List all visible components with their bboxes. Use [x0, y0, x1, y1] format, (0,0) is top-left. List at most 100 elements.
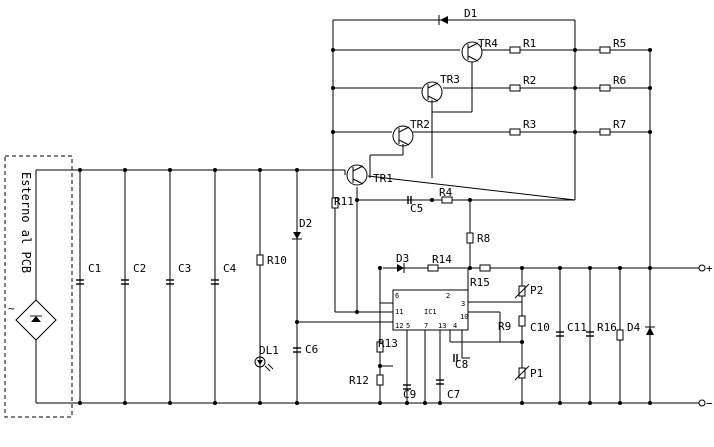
label-c1: C1 — [88, 262, 101, 275]
resistor-r12 — [376, 374, 384, 386]
bridge-ac-label: ~ — [8, 302, 15, 315]
label-r12: R12 — [349, 374, 369, 387]
label-r16: R16 — [597, 321, 617, 334]
ic-pin-6: 6 — [395, 292, 399, 300]
ic1-chip — [392, 289, 469, 331]
diode-d4 — [645, 326, 655, 335]
capacitor-c8 — [453, 354, 458, 362]
label-r9: R9 — [498, 320, 511, 333]
label-d2: D2 — [299, 217, 312, 230]
resistor-r15 — [479, 264, 491, 272]
led-dl1 — [254, 356, 274, 372]
ic-pin-10: 10 — [460, 313, 468, 321]
label-tr3: TR3 — [440, 73, 460, 86]
ic-pin-13: 13 — [438, 322, 446, 330]
label-tr2: TR2 — [410, 118, 430, 131]
external-box-label: Esterno al PCB — [19, 172, 33, 273]
resistor-r16 — [616, 329, 624, 341]
resistors-vertical — [256, 197, 624, 386]
label-tr1: TR1 — [373, 172, 393, 185]
label-d4: D4 — [627, 321, 641, 334]
resistor-r9 — [518, 315, 526, 327]
potentiometer-p1 — [514, 365, 530, 381]
diode-d2 — [292, 232, 302, 240]
label-r14: R14 — [432, 253, 452, 266]
resistor-r11 — [331, 197, 339, 209]
resistor-r8 — [466, 232, 474, 244]
capacitor-c10 — [556, 331, 564, 337]
label-c5: C5 — [410, 202, 423, 215]
wiring — [35, 19, 700, 404]
label-r4: R4 — [439, 186, 453, 199]
label-r1: R1 — [523, 37, 536, 50]
label-p1: P1 — [530, 367, 543, 380]
resistor-r2 — [509, 84, 521, 92]
label-tr4: TR4 — [478, 37, 498, 50]
resistor-r13 — [376, 341, 384, 353]
resistor-r7 — [599, 128, 611, 136]
capacitors — [76, 196, 594, 390]
transistor-tr3 — [421, 81, 443, 103]
label-c11: C11 — [567, 321, 587, 334]
resistor-r10 — [256, 254, 264, 266]
junction-dots — [78, 48, 652, 405]
label-c6: C6 — [305, 343, 318, 356]
ic-pin-12: 12 — [395, 322, 403, 330]
label-d3: D3 — [396, 252, 409, 265]
resistor-r6 — [599, 84, 611, 92]
label-r5: R5 — [613, 37, 626, 50]
diode-d3 — [397, 263, 405, 273]
label-c9: C9 — [403, 388, 416, 401]
label-r8: R8 — [477, 232, 490, 245]
label-r7: R7 — [613, 118, 626, 131]
label-d1: D1 — [464, 7, 477, 20]
label-r2: R2 — [523, 74, 536, 87]
terminal-minus: − — [706, 397, 713, 410]
resistor-r5 — [599, 46, 611, 54]
resistor-r1 — [509, 46, 521, 54]
capacitor-c2 — [121, 279, 129, 285]
capacitor-c7 — [436, 379, 444, 385]
resistor-r14 — [427, 264, 439, 272]
label-r6: R6 — [613, 74, 626, 87]
label-c8: C8 — [455, 358, 468, 371]
ic-pin-3: 3 — [461, 300, 465, 308]
transistor-tr4 — [461, 41, 483, 63]
capacitor-c3 — [166, 279, 174, 285]
label-c7: C7 — [447, 388, 460, 401]
capacitor-c6 — [293, 347, 301, 353]
capacitor-c1 — [76, 279, 84, 285]
ic-pin-11: 11 — [395, 308, 403, 316]
ic-pin-4: 4 — [453, 322, 457, 330]
output-terminals — [698, 264, 706, 407]
capacitor-c11 — [586, 331, 594, 337]
resistor-r4 — [441, 196, 453, 204]
label-ic1: IC1 — [424, 308, 437, 316]
capacitor-c5 — [407, 196, 412, 204]
label-r10: R10 — [267, 254, 287, 267]
label-dl1: DL1 — [259, 344, 279, 357]
resistor-r3 — [509, 128, 521, 136]
ic-pin-7: 7 — [424, 322, 428, 330]
resistors-horizontal — [427, 46, 611, 272]
transistor-tr2 — [392, 125, 414, 147]
label-r13: R13 — [378, 337, 398, 350]
label-c4: C4 — [223, 262, 237, 275]
terminal-plus: + — [706, 262, 713, 275]
label-c3: C3 — [178, 262, 191, 275]
potentiometer-p2 — [514, 283, 530, 299]
ic-pin-5: 5 — [406, 322, 410, 330]
diode-d1 — [438, 15, 448, 25]
transistor-tr1 — [346, 164, 368, 186]
bridge-rectifier: ~ — [8, 299, 57, 341]
label-c2: C2 — [133, 262, 146, 275]
label-c10: C10 — [530, 321, 550, 334]
label-p2: P2 — [530, 284, 543, 297]
capacitor-c9 — [403, 384, 411, 390]
label-r15: R15 — [470, 276, 490, 289]
external-box — [4, 155, 73, 418]
capacitor-c4 — [211, 279, 219, 285]
ic-pin-2: 2 — [446, 292, 450, 300]
label-r11: R11 — [334, 195, 354, 208]
